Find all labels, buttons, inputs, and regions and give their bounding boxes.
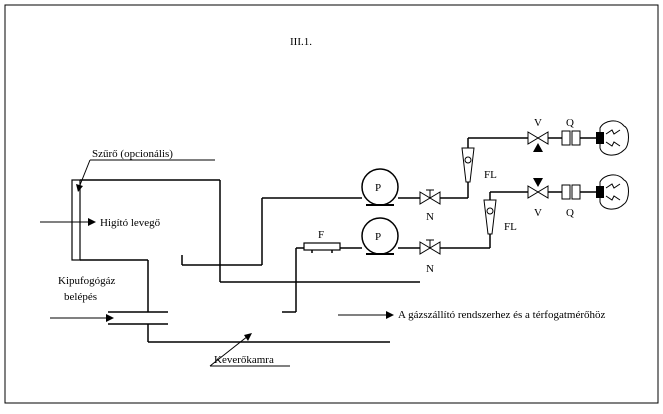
filter-element [71,179,81,261]
outlet-label: A gázszállító rendszerhez és a térfogatm… [398,309,605,321]
mixing-pointer-head [244,333,252,341]
bottom-pump-label: P [375,231,381,243]
bottom-valve-left [527,185,539,199]
filter-f-icon [303,242,341,251]
top-q-right [571,130,581,146]
figure-title: III.1. [290,36,312,48]
filter-label: Szűrő (opcionális) [92,148,173,160]
top-pump-label: P [375,182,381,194]
bottom-flowmeter-float [486,207,494,215]
bottom-valve-label: V [534,207,542,219]
top-needle-valve-right [429,191,441,205]
top-valve-actuator [533,143,543,152]
filter-f-label: F [318,229,324,241]
top-bag-connector [596,132,604,144]
bottom-valve-actuator [533,178,543,187]
bottom-valve-right [537,185,549,199]
bottom-q-label: Q [566,207,574,219]
filter-pointer-head [76,184,83,192]
bottom-needle-valve-left [419,241,431,255]
mixing-pointer [209,335,249,367]
bottom-needle-label: N [426,263,434,275]
top-valve-left [527,131,539,145]
dilution-air-arrowhead [88,218,96,226]
top-q-left [561,130,571,146]
top-flowmeter-float [464,156,472,164]
filter-pointer [77,159,91,191]
top-needle-label: N [426,211,434,223]
exhaust-arrowhead [106,314,114,322]
top-valve-label: V [534,117,542,129]
bottom-sample-bag-icon [599,174,629,210]
bottom-flowmeter-icon [483,199,497,235]
bottom-needle-valve-right [429,241,441,255]
exhaust-label-line1: Kipufogógáz [58,275,116,287]
bottom-bag-detail [605,183,621,201]
mixing-chamber-label: Keverőkamra [214,354,274,366]
bottom-q-right [571,184,581,200]
top-valve-right [537,131,549,145]
dilution-air-label: Higító levegő [100,217,161,229]
top-bag-detail [605,129,621,147]
exhaust-label-line2: belépés [64,291,97,303]
bottom-bag-connector [596,186,604,198]
top-flowmeter-label: FL [484,169,497,181]
top-sample-bag-icon [599,120,629,156]
top-q-label: Q [566,117,574,129]
outlet-arrowhead [386,311,394,319]
outer-border [4,4,659,404]
bottom-flowmeter-label: FL [504,221,517,233]
top-flowmeter-icon [461,147,475,183]
top-needle-valve-left [419,191,431,205]
bottom-q-left [561,184,571,200]
